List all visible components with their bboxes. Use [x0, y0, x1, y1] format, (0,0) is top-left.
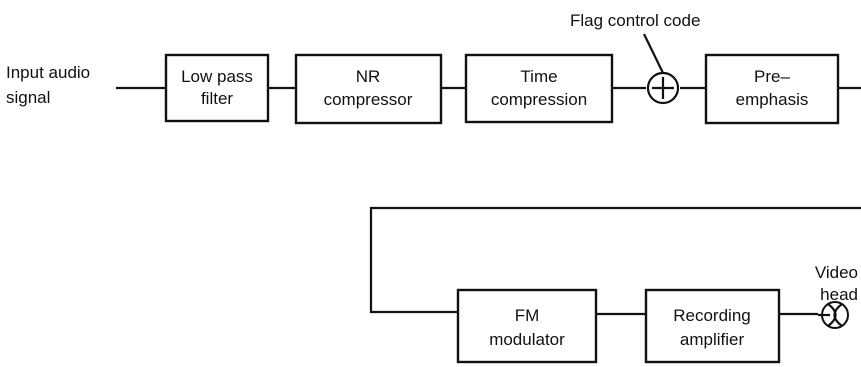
- input-audio-label: Input audio: [6, 63, 90, 82]
- nr-compressor-block: NR compressor: [294, 53, 443, 125]
- low-pass-filter-label-2: filter: [201, 89, 233, 108]
- fm-modulator-label-2: modulator: [489, 330, 565, 349]
- pre-emphasis-block: Pre– emphasis: [704, 53, 840, 125]
- time-compression-label-2: compression: [491, 90, 587, 109]
- wire-return-loop: [369, 206, 861, 314]
- video-head-label-2: head: [820, 285, 858, 304]
- nr-compressor-label-1: NR: [356, 67, 381, 86]
- video-head-label-1: Video: [815, 263, 858, 282]
- nr-compressor-label-2: compressor: [324, 90, 413, 109]
- recording-amplifier-label-2: amplifier: [680, 330, 745, 349]
- low-pass-filter-label-1: Low pass: [181, 67, 253, 86]
- summing-junction: [646, 71, 680, 105]
- recording-amplifier-block: Recording amplifier: [644, 288, 781, 364]
- pre-emphasis-label-1: Pre–: [754, 67, 790, 86]
- time-compression-block: Time compression: [464, 53, 614, 124]
- fm-modulator-block: FM modulator: [456, 288, 598, 364]
- pre-emphasis-label-2: emphasis: [736, 90, 809, 109]
- recording-amplifier-label-1: Recording: [673, 306, 751, 325]
- flag-leader-line: [643, 33, 664, 74]
- time-compression-label-1: Time: [520, 67, 557, 86]
- input-signal-label: signal: [6, 88, 50, 107]
- video-head-icon: [818, 301, 849, 329]
- low-pass-filter-block: Low pass filter: [164, 53, 270, 123]
- flag-control-code-label: Flag control code: [570, 11, 700, 30]
- fm-modulator-label-1: FM: [515, 306, 540, 325]
